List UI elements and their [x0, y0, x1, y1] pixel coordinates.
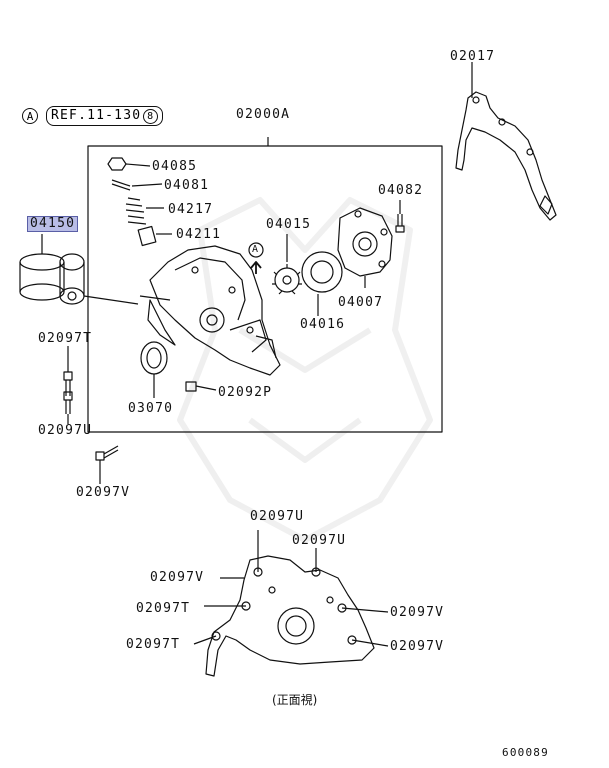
callout-02097v-front-right-a[interactable]: 02097V: [390, 605, 445, 620]
callout-02097u-left[interactable]: 02097U: [38, 423, 93, 438]
inner-rotor-04015: [272, 234, 302, 295]
washer-04081: [111, 179, 131, 191]
assembly-bracket: [87, 137, 443, 433]
plunger-04211: [137, 225, 172, 247]
pump-cover-04007: [337, 207, 393, 288]
callout-02000a[interactable]: 02000A: [236, 107, 291, 122]
bolt-02097v-left: [95, 445, 119, 484]
callout-02097v-left[interactable]: 02097V: [76, 485, 131, 500]
callout-03070[interactable]: 03070: [128, 401, 174, 416]
arrow-marker-letter: A: [252, 244, 259, 255]
callout-04016[interactable]: 04016: [300, 317, 346, 332]
callout-02097t-front-b[interactable]: 02097T: [126, 637, 181, 652]
plug-02092p: [185, 381, 217, 392]
ref-circle-number: 8: [143, 109, 159, 124]
callout-02097t-front-a[interactable]: 02097T: [136, 601, 191, 616]
screw-04082: [395, 200, 405, 233]
callout-04085[interactable]: 04085: [152, 159, 198, 174]
callout-04082[interactable]: 04082: [378, 183, 424, 198]
callout-02097v-front-right-b[interactable]: 02097V: [390, 639, 445, 654]
callout-02097v-front-left[interactable]: 02097V: [150, 570, 205, 585]
oil-filter-04150: [19, 234, 139, 305]
spring-04217: [125, 197, 164, 225]
ref-text: REF.11-130: [51, 108, 142, 123]
front-view-pump: [193, 530, 389, 677]
callout-04007[interactable]: 04007: [338, 295, 384, 310]
callout-04211[interactable]: 04211: [176, 227, 222, 242]
callout-04150-highlighted[interactable]: 04150: [27, 216, 79, 232]
figure-number: 600089: [502, 746, 549, 759]
callout-02097t-left[interactable]: 02097T: [38, 331, 93, 346]
bolt-02097u-left: [63, 391, 73, 424]
front-view-caption: (正面視): [272, 693, 318, 707]
callout-04217[interactable]: 04217: [168, 202, 214, 217]
plug-04085: [107, 157, 151, 171]
arrow-marker-a: [248, 242, 264, 274]
bolt-02097t-left: [63, 346, 73, 396]
callout-02017[interactable]: 02017: [450, 49, 496, 64]
oil-seal-03070: [140, 341, 168, 398]
callout-04081[interactable]: 04081: [164, 178, 210, 193]
callout-02092p[interactable]: 02092P: [218, 385, 273, 400]
watermark-logo: [177, 197, 433, 543]
gasket-02017: [455, 62, 557, 221]
callout-02097u-front-b[interactable]: 02097U: [292, 533, 347, 548]
callout-04015[interactable]: 04015: [266, 217, 312, 232]
outer-rotor-04016: [301, 251, 343, 316]
ref-circle-a: A: [22, 108, 38, 124]
callout-02097u-front-a[interactable]: 02097U: [250, 509, 305, 524]
pump-body: [139, 245, 281, 376]
